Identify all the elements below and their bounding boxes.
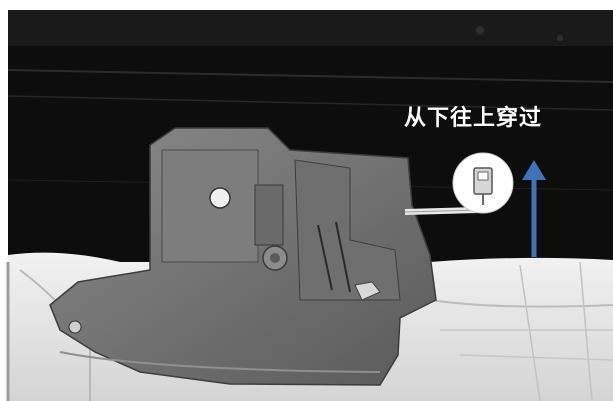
mounting-hole	[209, 187, 231, 209]
bottom-hole	[68, 320, 82, 334]
arrow-up-icon	[522, 160, 546, 257]
connector-highlight	[452, 152, 514, 214]
instruction-callout: 从下往上穿过	[404, 106, 543, 131]
connector-bracket	[49, 127, 437, 386]
